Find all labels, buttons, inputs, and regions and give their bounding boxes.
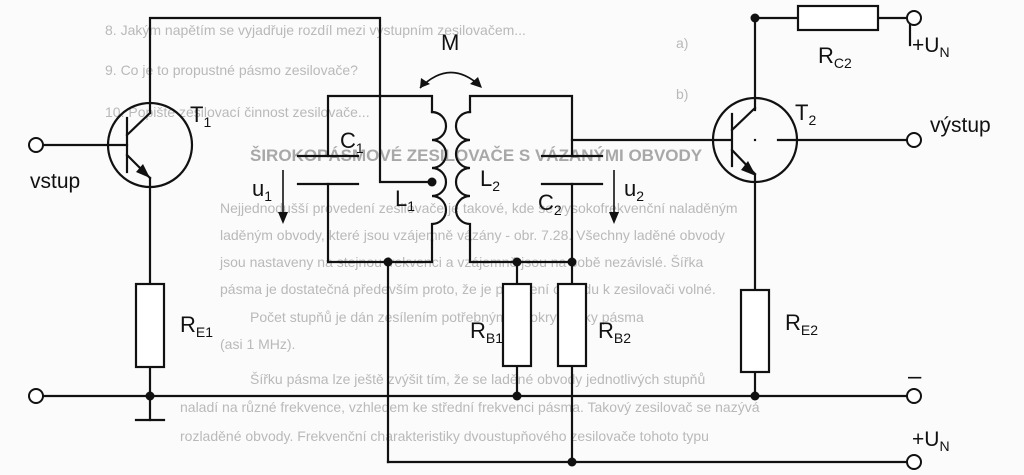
- transistor-t1-emitter-arrow: [136, 164, 150, 178]
- capacitor-c2: [540, 154, 604, 186]
- transistor-t1: [106, 101, 194, 189]
- bg-item-a: a): [676, 35, 688, 51]
- resistor-re1: [134, 282, 166, 369]
- label-rc2: RC2: [818, 43, 852, 71]
- bg-line-2: 9. Co je to propustné pásmo zesilovače?: [105, 62, 358, 78]
- transistor-t2-emitter-arrow: [741, 161, 756, 176]
- label-re2: RE2: [785, 310, 818, 338]
- wire-t2-collector: [753, 16, 800, 112]
- bg-p1-line2: laděným obvody, které jsou vzájemně vázá…: [220, 227, 725, 243]
- label-u2: u2: [624, 176, 644, 204]
- label-c1: C1: [340, 128, 364, 156]
- wire-tank1-bottom: [326, 182, 434, 264]
- junction-tank2-rb1: [512, 257, 522, 267]
- bg-heading: ŠIROKOPÁSMOVÉ ZESILOVAČE S VÁZANÝMI OBVO…: [250, 146, 703, 165]
- transistor-t2-body: [711, 96, 799, 184]
- mutual-inductance-arrow: [419, 71, 482, 89]
- bg-item-b: b): [676, 86, 688, 102]
- resistor-rc2: [796, 4, 880, 32]
- capacitor-c1: [296, 154, 360, 186]
- bg-p3-line3: rozladěné obvody. Frekvenční charakteris…: [180, 428, 709, 444]
- label-re1: RE1: [180, 312, 213, 340]
- bg-p1-line4: pásma je dostatečná především proto, že …: [220, 281, 716, 297]
- label-vystup: výstup: [930, 114, 991, 137]
- label-l2: L2: [480, 166, 500, 194]
- resistor-rb2: [556, 282, 588, 368]
- bg-p3-line1: Šířku pásma lze ještě zvýšit tím, že se …: [250, 371, 705, 387]
- junction-supply-rb2: [567, 457, 577, 467]
- junctions: [145, 13, 760, 467]
- voltage-arrow-u2: [609, 170, 619, 224]
- label-u1: u1: [252, 176, 272, 204]
- voltage-arrow-u1: [278, 170, 288, 224]
- junction-t2-collector: [750, 13, 760, 23]
- wire-tank2-bottom: [468, 182, 574, 264]
- bg-p2-line1: Počet stupňů je dán zesílením potřebným …: [250, 309, 644, 325]
- junction-tank1: [383, 257, 393, 267]
- terminal-supply-bottom: [906, 454, 922, 470]
- bg-p1-line3: jsou nastaveny na stejnou frekvenci a vz…: [219, 254, 703, 270]
- wire-t1-collector: [148, 16, 434, 184]
- terminal-input: [28, 137, 44, 153]
- bg-p2-line2: (asi 1 MHz).: [220, 336, 295, 352]
- junction-coil-tap: [427, 177, 437, 187]
- label-rb1: RB1: [470, 318, 503, 346]
- terminal-output-ground: [906, 388, 922, 404]
- background-text: 8. Jakým napětím se vyjadřuje rozdíl mez…: [105, 22, 760, 444]
- junction-tank2-rb2: [567, 257, 577, 267]
- transistor-t2: [711, 96, 799, 184]
- junction-ground-rb1: [512, 391, 522, 401]
- label-supply-bottom: +UN: [912, 428, 950, 454]
- bg-p1-line1: Nejjednodušší provedení zesilovače je ta…: [220, 200, 738, 216]
- label-rb2: RB2: [598, 318, 631, 346]
- inductor-l2: [454, 110, 472, 242]
- terminals: [28, 10, 922, 470]
- label-t2: T2: [795, 100, 816, 128]
- label-minus: –: [908, 363, 922, 390]
- wire-tank2-top: [468, 94, 574, 158]
- junction-ground-re2: [750, 391, 760, 401]
- junction-ground-t1: [145, 391, 155, 401]
- resistor-re2: [739, 288, 771, 374]
- label-vstup: vstup: [30, 170, 80, 193]
- bg-p3-line2: naladí na různé frekvence, vzhledem ke s…: [180, 399, 760, 415]
- resistor-rb1: [501, 282, 533, 368]
- terminal-output: [906, 132, 922, 148]
- wires: [38, 16, 912, 464]
- bg-line-1: 8. Jakým napětím se vyjadřuje rozdíl mez…: [105, 22, 526, 38]
- label-supply-top: +UN: [912, 34, 950, 60]
- terminal-input-ground: [28, 388, 44, 404]
- wire-tank1-top: [326, 94, 434, 158]
- label-l1: L1: [395, 186, 415, 214]
- inductor-l1: [430, 110, 448, 242]
- transistor-t1-body: [106, 101, 194, 189]
- label-m: M: [441, 30, 459, 55]
- terminal-supply-top: [906, 10, 922, 26]
- label-t1: T1: [190, 102, 211, 130]
- labels: T1 T2 M C1 C2 L1 L2 u1 u2 RE1 RE2 RB1 RB…: [30, 30, 991, 454]
- label-c2: C2: [538, 190, 562, 218]
